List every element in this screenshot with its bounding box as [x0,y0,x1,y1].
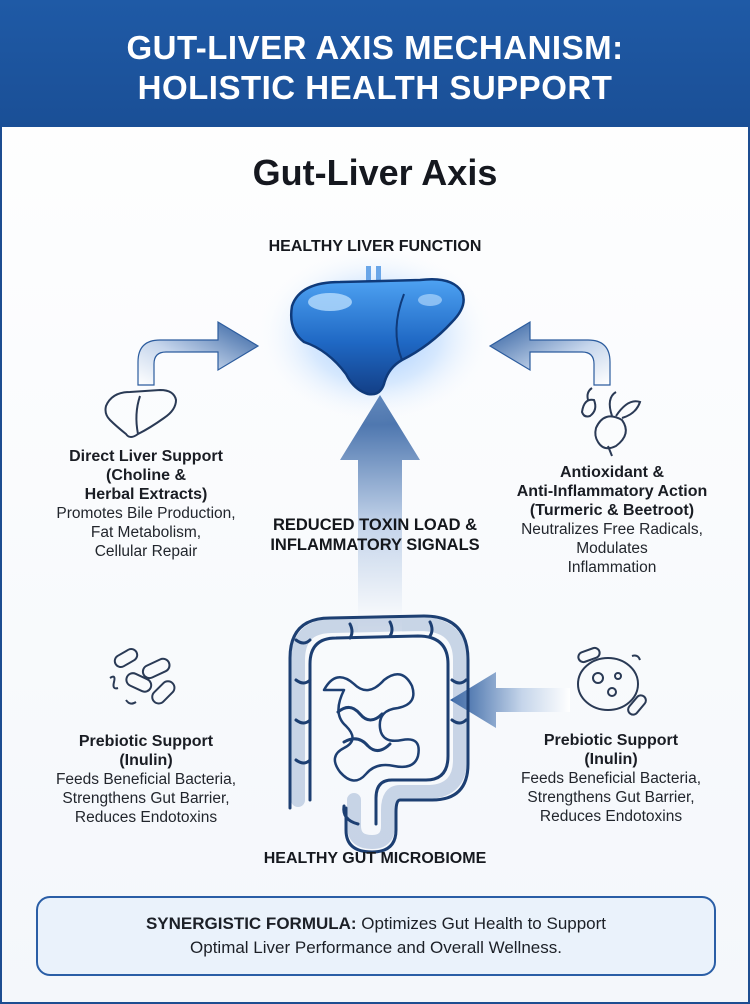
footer-text-2: Optimal Liver Performance and Overall We… [190,938,562,957]
right-bottom-desc-3: Reduces Endotoxins [539,808,683,825]
title-line-1: GUT-LIVER AXIS MECHANISM: [126,29,624,66]
left-elbow-arrow [137,320,260,386]
right-top-title-2: Anti-Inflammatory Action [516,483,708,500]
right-top-title-1: Antioxidant & [560,464,664,481]
right-elbow-arrow [488,320,611,386]
center-label: REDUCED TOXIN LOAD & INFLAMMATORY SIGNAL… [248,515,502,555]
left-bottom-title-1: Prebiotic Support [78,733,214,750]
footer-callout: SYNERGISTIC FORMULA: Optimizes Gut Healt… [36,896,716,976]
top-label: HEALTHY LIVER FUNCTION [268,238,482,255]
left-top-desc-2: Fat Metabolism, [90,524,202,541]
right-top-title-3: (Turmeric & Beetroot) [529,502,695,519]
right-bottom-block: Prebiotic Support (Inulin) Feeds Benefic… [494,731,728,826]
left-bottom-block: Prebiotic Support (Inulin) Feeds Benefic… [30,732,262,827]
center-up-arrow [340,395,420,632]
liver-icon [255,245,495,425]
left-bottom-desc-2: Strengthens Gut Barrier, [62,790,230,807]
right-top-block: Antioxidant & Anti-Inflammatory Action (… [492,463,732,577]
footer-text-1: Optimizes Gut Health to Support [356,914,607,933]
right-bottom-desc-2: Strengthens Gut Barrier, [527,789,695,806]
left-top-title-1: Direct Liver Support [69,448,223,465]
left-top-desc-1: Promotes Bile Production, [56,505,236,522]
intestine-icon [288,614,470,854]
left-top-block: Direct Liver Support (Choline & Herbal E… [30,447,262,561]
right-bottom-desc-1: Feeds Beneficial Bacteria, [520,770,702,787]
liver-outline-icon [104,388,178,438]
left-top-title-2: (Choline & [106,467,186,484]
header-banner: GUT-LIVER AXIS MECHANISM: HOLISTIC HEALT… [0,0,750,127]
beetroot-icon [580,387,642,457]
bottom-label: HEALTHY GUT MICROBIOME [263,850,487,867]
left-bottom-desc-1: Feeds Beneficial Bacteria, [55,771,237,788]
right-bottom-title-2: (Inulin) [584,751,638,768]
footer-bold: SYNERGISTIC FORMULA: [145,914,357,933]
right-horizontal-arrow [450,672,570,728]
left-top-title-3: Herbal Extracts) [84,486,208,503]
center-label-line-2: INFLAMMATORY SIGNALS [270,536,480,554]
page-title: GUT-LIVER AXIS MECHANISM: HOLISTIC HEALT… [0,0,750,108]
left-bottom-title-2: (Inulin) [119,752,173,769]
bacteria-icon [109,648,176,705]
right-top-desc-2: Modulates [576,540,648,557]
right-top-desc-3: Inflammation [567,559,657,576]
right-bottom-title-1: Prebiotic Support [543,732,679,749]
title-line-2: HOLISTIC HEALTH SUPPORT [137,69,613,106]
microbe-icon [577,646,647,716]
center-label-line-1: REDUCED TOXIN LOAD & [272,516,478,534]
left-top-desc-3: Cellular Repair [94,543,198,560]
diagram-subtitle: Gut-Liver Axis [252,152,498,193]
right-top-desc-1: Neutralizes Free Radicals, [521,521,703,538]
left-bottom-desc-3: Reduces Endotoxins [74,809,218,826]
